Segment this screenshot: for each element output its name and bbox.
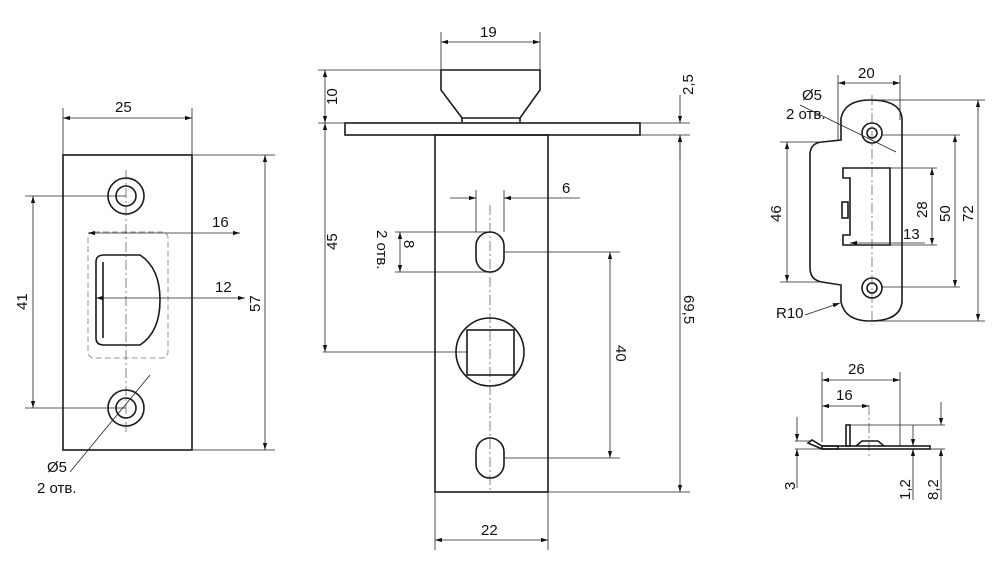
dim-inner-width: 16 [212,214,229,231]
strike-plate-front-view: 25 16 12 41 57 Ø5 2 отв. [14,99,275,497]
dim-slot-length: 8 [400,240,417,248]
dim-window-height: 28 [914,201,931,218]
hole-count-label: 2 отв. [786,106,826,123]
hole-diameter-label: Ø5 [802,87,822,104]
dim-body-width: 22 [481,522,498,539]
dim-offset: 16 [836,387,853,404]
dim-lip-height: 3 [782,482,799,490]
dim-width: 25 [115,99,132,116]
slot-count-label: 2 отв. [373,230,390,270]
dim-head-width: 19 [480,24,497,41]
dim-hole-spacing: 50 [937,205,954,222]
latch-side-view: 19 10 2,5 6 8 2 отв. 45 40 69,5 22 [318,24,697,550]
radius-label: R10 [776,305,804,322]
dim-window-depth: 13 [903,226,920,243]
strike-plate-profile-view: 26 16 3 1,2 8,2 [782,361,945,500]
dim-opening-width: 12 [215,279,232,296]
dim-body-length: 69,5 [680,295,697,324]
hole-count-label: 2 отв. [37,480,77,497]
dim-notch-height: 46 [768,205,785,222]
dim-height: 57 [247,295,264,312]
hole-diameter-label: Ø5 [47,459,67,476]
dim-flange-thickness: 2,5 [680,74,697,95]
dim-length: 26 [848,361,865,378]
dim-width: 20 [858,65,875,82]
dim-slot-width: 6 [562,180,570,197]
strike-plate-right-view: 20 Ø5 2 отв. 46 28 50 72 13 R10 [768,65,985,325]
dim-backset: 45 [324,233,341,250]
dim-height: 72 [960,205,977,222]
dim-slot-spacing: 40 [612,345,629,362]
dim-head-height: 10 [324,88,341,105]
dim-hole-spacing: 41 [14,293,31,310]
dim-thickness: 1,2 [897,479,914,500]
dim-total-height: 8,2 [925,479,942,500]
